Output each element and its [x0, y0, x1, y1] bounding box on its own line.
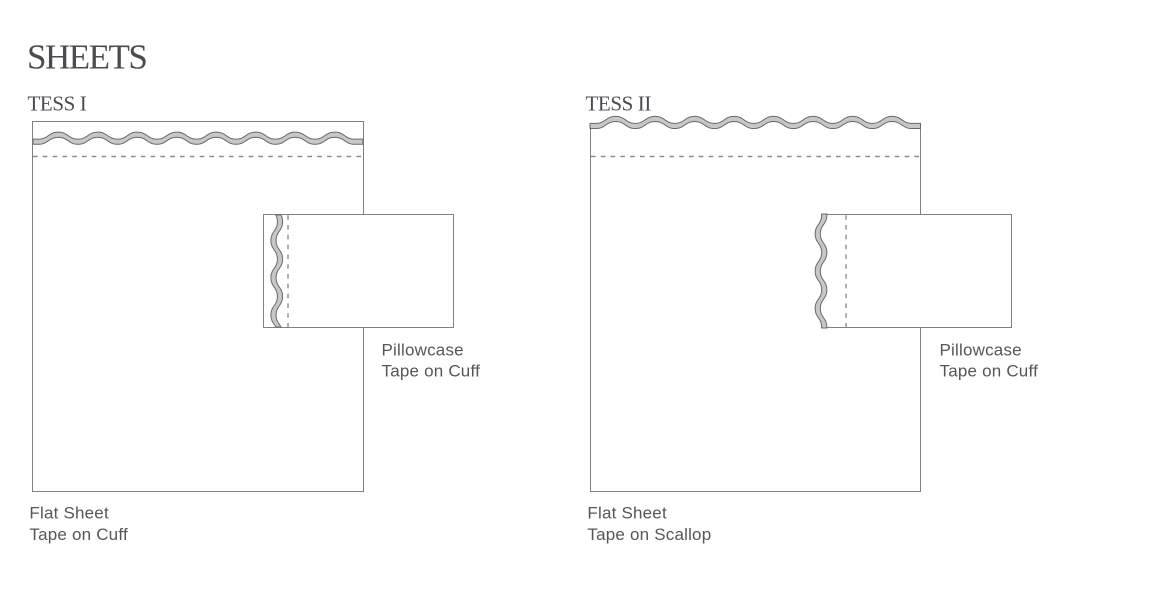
svg-text:Tape on Cuff: Tape on Cuff	[382, 362, 481, 381]
svg-text:Flat Sheet: Flat Sheet	[29, 504, 109, 523]
svg-text:SHEETS: SHEETS	[27, 38, 146, 77]
svg-text:Tape on Cuff: Tape on Cuff	[29, 525, 128, 544]
svg-text:TESS I: TESS I	[28, 92, 87, 116]
svg-text:Tape on Cuff: Tape on Cuff	[940, 362, 1039, 381]
svg-text:TESS II: TESS II	[586, 92, 652, 116]
svg-text:Flat Sheet: Flat Sheet	[587, 504, 667, 523]
svg-text:Pillowcase: Pillowcase	[940, 340, 1022, 359]
svg-text:Tape on Scallop: Tape on Scallop	[587, 525, 711, 544]
svg-text:Pillowcase: Pillowcase	[382, 340, 464, 359]
